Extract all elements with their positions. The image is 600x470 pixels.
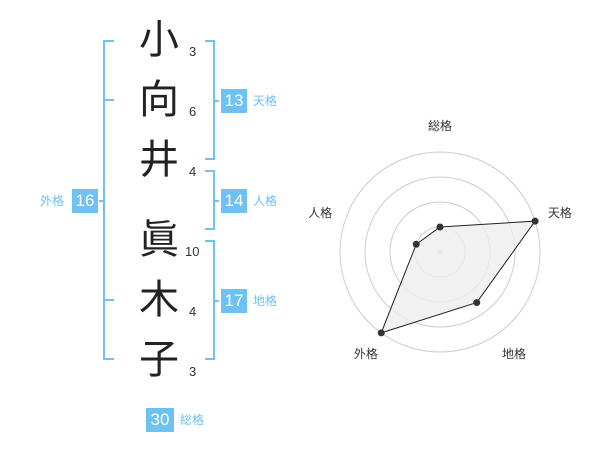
soukaku-value-badge: 30 (146, 408, 174, 432)
radar-ring-3 (364, 176, 516, 328)
name-char-4: 眞 (139, 217, 179, 263)
stroke-count-5: 4 (189, 304, 197, 319)
jinkaku-value-badge: 14 (221, 189, 247, 213)
radar-point-4 (377, 329, 385, 337)
radar-axis-label-3: 地格 (502, 346, 526, 361)
jinkaku-label: 人格 (253, 194, 278, 208)
radar-point-2 (531, 217, 539, 225)
chikaku-label: 地格 (253, 294, 278, 308)
radar-axis-label-5: 人格 (308, 205, 332, 220)
soukaku-label: 総格 (180, 413, 205, 427)
stroke-count-6: 3 (189, 364, 197, 379)
stroke-count-1: 3 (189, 44, 197, 59)
radar-axis-label-1: 総格 (428, 118, 452, 133)
radar-polygon (380, 220, 537, 334)
radar-ring-4 (339, 151, 541, 353)
gaikaku-value-badge: 16 (72, 189, 98, 213)
chikaku-value-badge: 17 (221, 289, 247, 313)
stroke-count-4: 10 (185, 244, 200, 259)
stroke-count-2: 6 (189, 104, 197, 119)
name-char-5: 木 (139, 277, 179, 323)
stroke-count-3: 4 (189, 164, 197, 179)
radar-axis-label-2: 天格 (548, 205, 572, 220)
gaikaku-label: 外格 (40, 194, 65, 208)
tenkaku-value-badge: 13 (221, 89, 247, 113)
radar-point-1 (436, 223, 444, 231)
name-char-1: 小 (139, 17, 179, 63)
radar-point-5 (412, 240, 420, 248)
name-char-3: 井 (139, 137, 179, 183)
name-char-2: 向 (139, 77, 179, 123)
radar-point-3 (473, 299, 481, 307)
tenkaku-label: 天格 (253, 94, 278, 108)
name-char-6: 子 (139, 337, 179, 383)
radar-axis-label-4: 外格 (354, 346, 378, 361)
